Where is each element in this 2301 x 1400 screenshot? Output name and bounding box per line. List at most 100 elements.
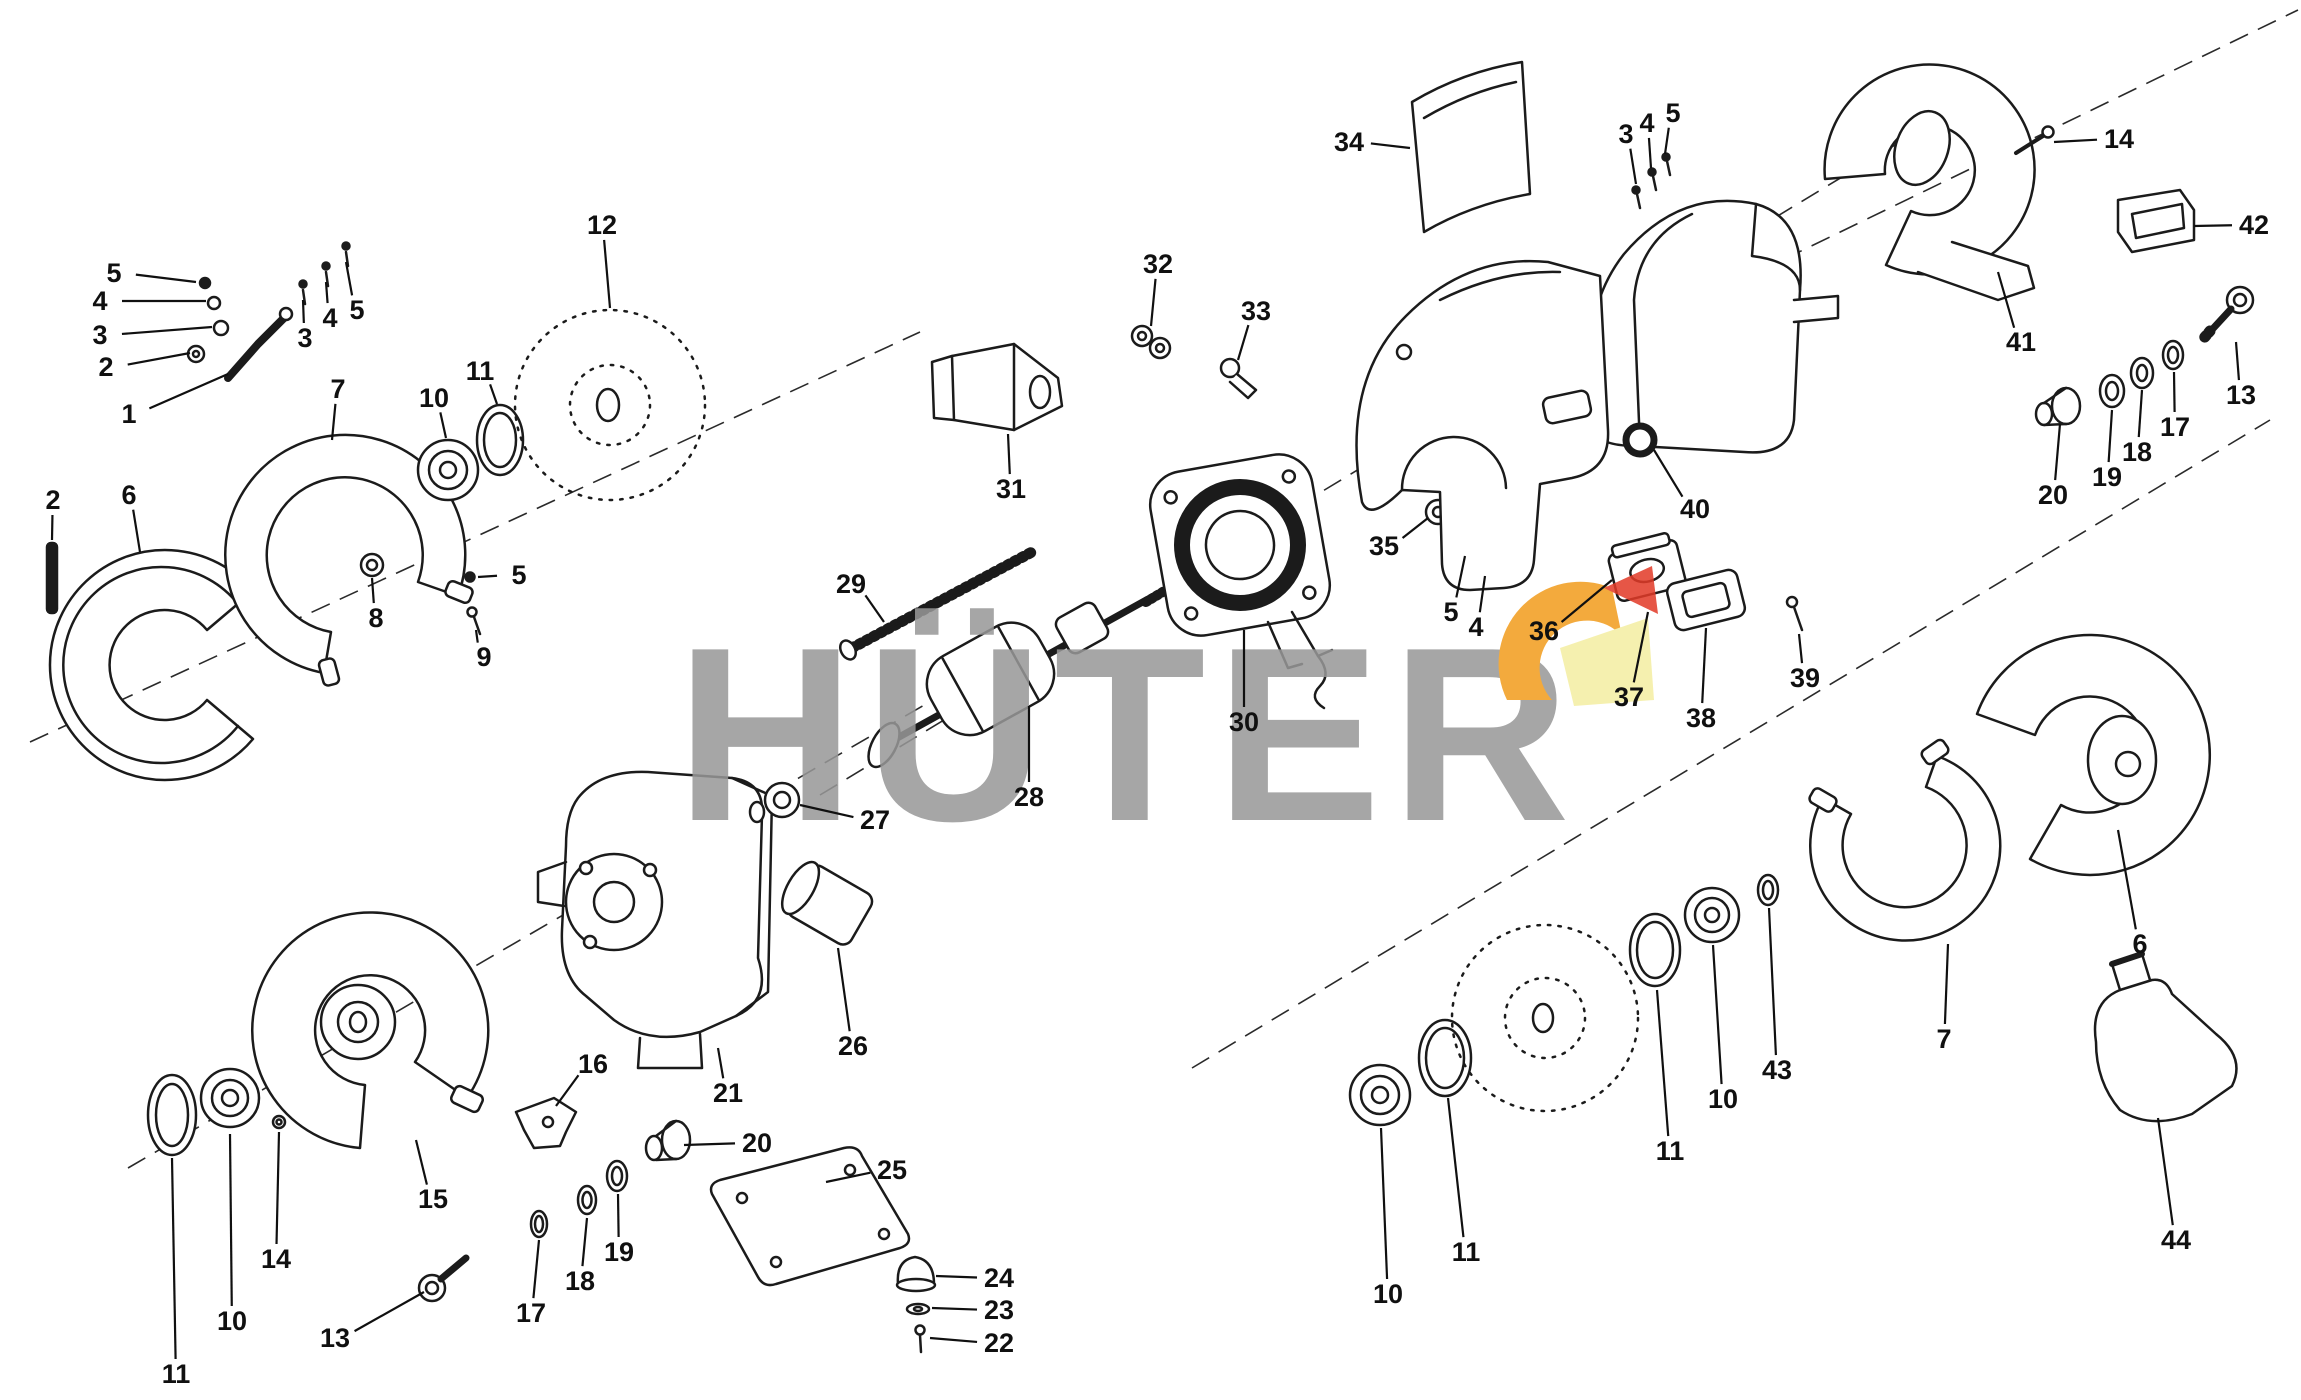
leader-line-33 — [1236, 324, 1250, 361]
callout-label-35: 35 — [1369, 531, 1399, 561]
callout-label-10-a: 10 — [419, 383, 449, 413]
part-28-armature — [867, 584, 1172, 769]
part-11-ring-right-upper — [1628, 912, 1682, 988]
hardware-washers-2-3-4-5 — [186, 276, 230, 364]
callout-label-9: 9 — [476, 642, 491, 672]
callout-label-33: 33 — [1241, 296, 1271, 326]
brand-logo — [1498, 566, 1658, 706]
callout-label-13-b: 13 — [320, 1323, 350, 1353]
leader-line-10-d — [1379, 1127, 1389, 1280]
leader-line-11-d — [1446, 1097, 1465, 1238]
callout-label-3-c: 3 — [1618, 119, 1633, 149]
leader-line-5-a — [135, 273, 197, 284]
part-11-ring-lowerleft — [146, 1073, 198, 1157]
part-18-washer-b — [576, 1184, 598, 1216]
leader-line-27 — [799, 803, 854, 819]
callout-label-42: 42 — [2239, 210, 2269, 240]
part-10-bearing-right-upper — [1683, 886, 1741, 944]
part-10-flange-right-lower — [1348, 1063, 1412, 1127]
leader-line-5-d — [1663, 127, 1670, 155]
leader-line-9 — [474, 629, 479, 643]
part-42-bracket — [2116, 188, 2196, 254]
leader-line-37 — [1632, 611, 1650, 683]
leader-line-11-a — [489, 383, 499, 405]
callout-label-5-a: 5 — [106, 258, 121, 288]
callout-label-4-b: 4 — [322, 303, 337, 333]
callout-label-1: 1 — [121, 399, 136, 429]
washer-5-small — [464, 571, 476, 583]
part-23-washer — [905, 1302, 931, 1316]
part-43-ring — [1756, 873, 1780, 907]
callout-label-21: 21 — [713, 1078, 743, 1108]
part-2-pin — [45, 541, 59, 615]
callout-label-18-c: 18 — [2122, 437, 2152, 467]
callout-label-12: 12 — [587, 210, 617, 240]
part-33-terminal — [1219, 357, 1258, 400]
part-20-flange-nut-right — [2034, 386, 2082, 427]
callout-label-17-b: 17 — [516, 1298, 546, 1328]
callout-label-39: 39 — [1790, 663, 1820, 693]
part-34-eye-shield-glass — [1410, 60, 1532, 234]
brand-watermark: HÜTER — [676, 566, 1658, 873]
callout-label-11-b: 11 — [162, 1359, 191, 1389]
callout-label-4-d: 4 — [1468, 612, 1483, 642]
part-29-threaded-rod — [838, 546, 1038, 661]
callout-label-19-b: 19 — [604, 1237, 634, 1267]
leader-line-35 — [1401, 517, 1429, 539]
leader-line-43 — [1767, 907, 1778, 1056]
part-6-wheel-guard-right — [1975, 633, 2212, 877]
leader-line-7-a — [330, 403, 337, 441]
leader-line-7-b — [1943, 943, 1950, 1025]
leader-line-26 — [836, 947, 851, 1032]
leader-line-41 — [1996, 271, 2016, 329]
callout-label-6-b: 6 — [2132, 929, 2147, 959]
leader-line-4-d — [1478, 575, 1487, 613]
callout-label-41: 41 — [2006, 327, 2036, 357]
leader-line-20-c — [2054, 423, 2062, 481]
part-housing-body — [1355, 199, 1840, 592]
leader-line-3-a — [121, 325, 213, 336]
leader-line-6-a — [132, 509, 142, 553]
leader-line-32 — [1149, 278, 1157, 327]
part-15-guard-inner — [251, 911, 490, 1150]
leader-line-20-b — [683, 1142, 736, 1147]
callout-label-7-a: 7 — [330, 374, 345, 404]
part-32-connector — [1130, 324, 1172, 360]
callout-label-2-b: 2 — [45, 485, 60, 515]
part-18-washer-right — [2129, 356, 2155, 390]
callout-label-31: 31 — [996, 474, 1026, 504]
part-24-rubber-foot — [895, 1255, 937, 1293]
leader-line-24 — [935, 1274, 978, 1279]
leader-line-12 — [603, 239, 612, 309]
screws-3-4-5-top — [1631, 152, 1672, 210]
callout-label-32: 32 — [1143, 249, 1173, 279]
callout-label-44: 44 — [2161, 1225, 2191, 1255]
leader-line-23 — [931, 1306, 978, 1311]
leader-line-31 — [1006, 433, 1011, 475]
callout-label-4-a: 4 — [92, 286, 107, 316]
callout-label-16: 16 — [578, 1049, 608, 1079]
leader-line-15 — [414, 1139, 428, 1185]
callout-label-8: 8 — [368, 603, 383, 633]
part-11-ring-right-lower — [1417, 1018, 1473, 1098]
callout-label-11-c: 11 — [1656, 1136, 1685, 1166]
callout-label-14-b: 14 — [261, 1244, 291, 1274]
leader-line-40 — [1653, 449, 1684, 498]
part-8-nut — [359, 552, 385, 578]
part-38-switch-plate — [1665, 568, 1747, 632]
callout-label-19-c: 19 — [2092, 462, 2122, 492]
part-17-washer-right — [2161, 339, 2185, 371]
leader-line-11-c — [1655, 989, 1670, 1137]
callout-label-23: 23 — [984, 1295, 1014, 1325]
callout-label-13-c: 13 — [2226, 380, 2256, 410]
part-20-cap-b — [644, 1119, 692, 1162]
leader-line-17-b — [532, 1239, 541, 1299]
part-31-cone — [930, 342, 1064, 432]
callout-label-22: 22 — [984, 1328, 1014, 1358]
leader-line-42 — [2193, 224, 2233, 228]
callout-label-11-a: 11 — [466, 356, 495, 386]
watermark-text: HÜTER — [676, 595, 1580, 873]
